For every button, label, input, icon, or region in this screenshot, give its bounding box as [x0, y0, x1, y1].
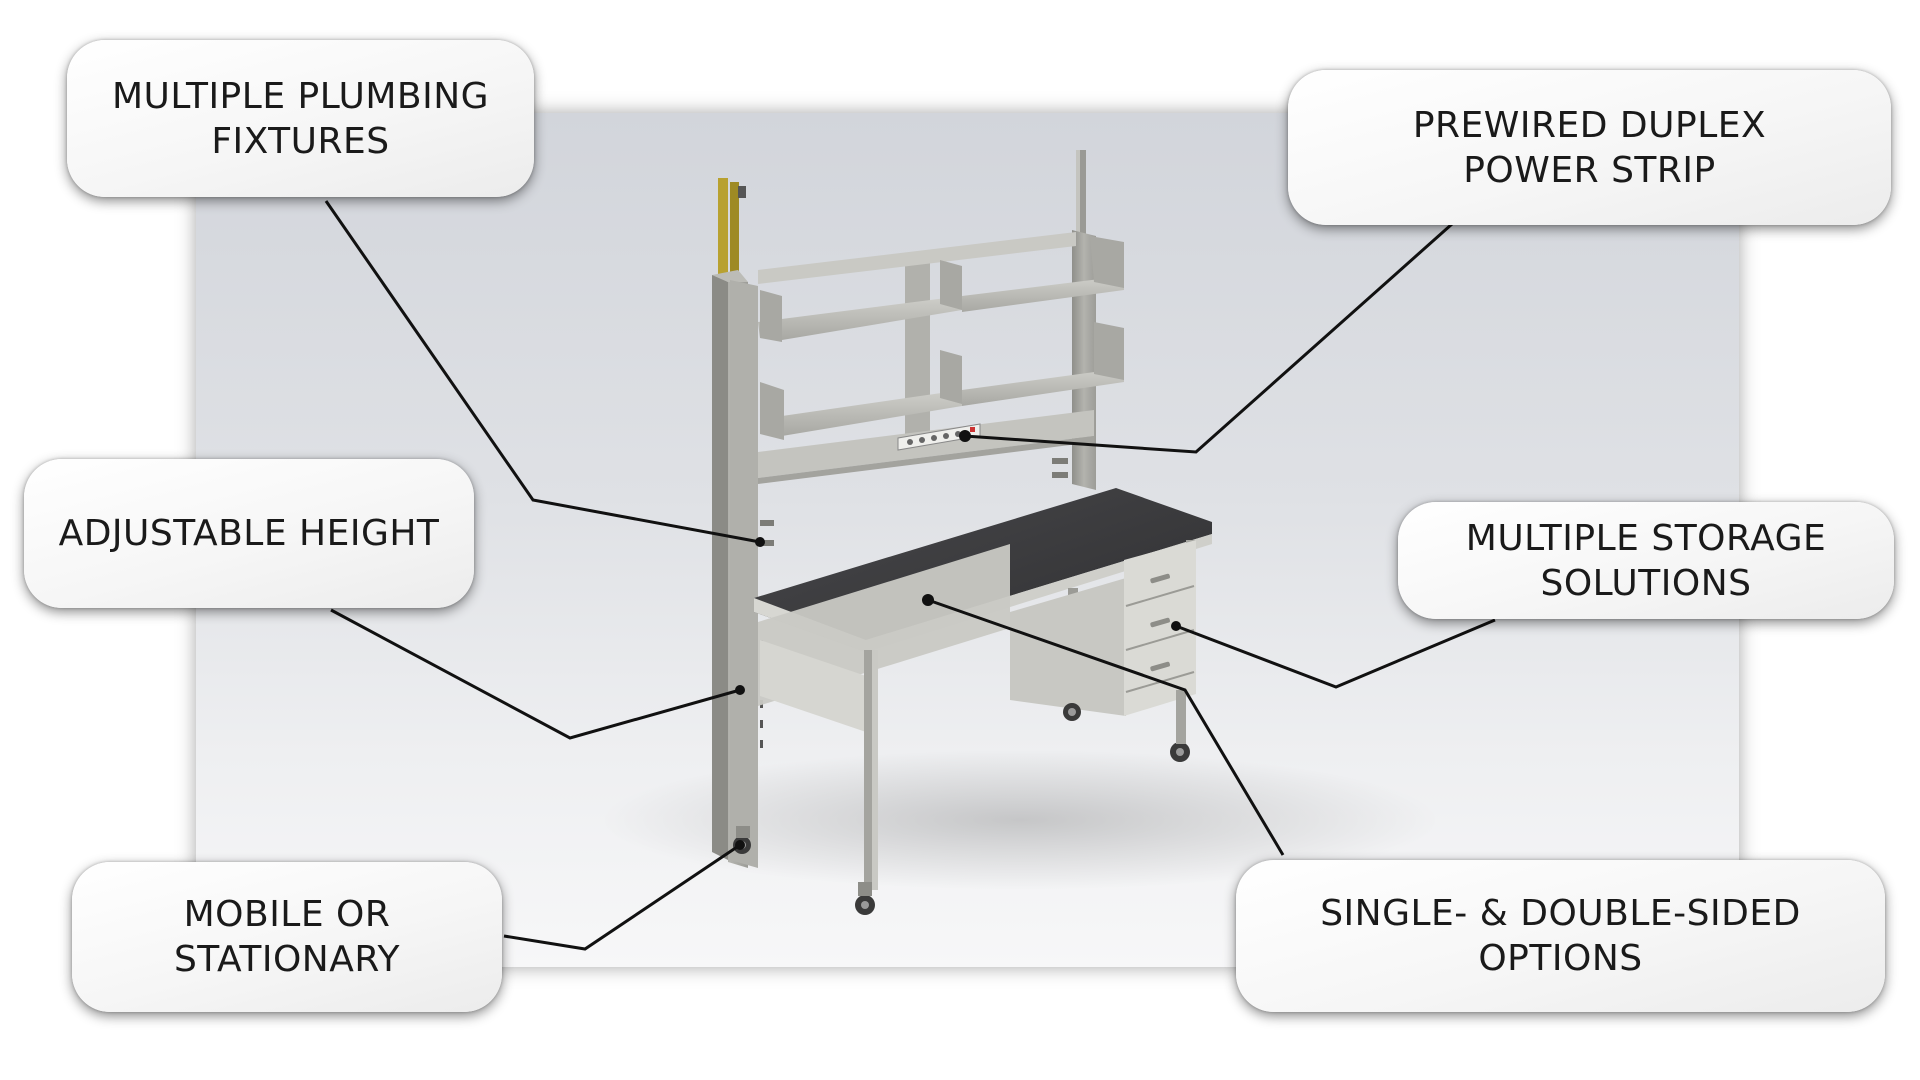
floor-shadow	[600, 750, 1440, 890]
lower-shelf-left	[760, 350, 962, 440]
caster-wheels	[733, 690, 1190, 915]
leader-endpoints	[735, 430, 1181, 850]
leader-lines	[324, 200, 1496, 951]
callout-storage-solutions: MULTIPLE STORAGE SOLUTIONS	[1398, 502, 1894, 619]
lower-shelf-right	[962, 322, 1124, 406]
center-shelf-post	[905, 252, 930, 444]
callout-adjustable-height: ADJUSTABLE HEIGHT	[24, 459, 474, 608]
leader-line-plumbing	[324, 200, 761, 544]
callout-height-label: ADJUSTABLE HEIGHT	[58, 513, 440, 554]
callout-storage-label: MULTIPLE STORAGE SOLUTIONS	[1465, 517, 1827, 604]
right-back-post	[1072, 230, 1096, 490]
callout-power-strip-label: PREWIRED DUPLEX POWER STRIP	[1412, 104, 1767, 191]
callout-single-double-sided: SINGLE- & DOUBLE-SIDED OPTIONS	[1236, 860, 1885, 1012]
leader-line-height	[330, 608, 741, 740]
front-left-upright	[730, 280, 758, 868]
right-upright-rod	[1076, 150, 1086, 234]
callout-power-strip: PREWIRED DUPLEX POWER STRIP	[1288, 70, 1891, 225]
callout-sided-label: SINGLE- & DOUBLE-SIDED OPTIONS	[1320, 893, 1801, 979]
lower-cross-brace	[760, 640, 866, 732]
callout-plumbing-fixtures: MULTIPLE PLUMBING FIXTURES	[67, 40, 534, 197]
leader-line-storage	[1175, 618, 1496, 689]
height-adjust-brackets	[760, 458, 1068, 546]
leader-line-mobile	[503, 843, 741, 951]
leader-line-sided	[927, 598, 1285, 856]
upper-shelf-right	[962, 236, 1124, 312]
upper-shelf-left	[758, 260, 962, 342]
callout-plumbing-label: MULTIPLE PLUMBING FIXTURES	[111, 75, 490, 162]
drawer-cabinet	[1010, 540, 1196, 716]
callout-mobile-stationary: MOBILE OR STATIONARY	[72, 862, 502, 1012]
plumbing-fixture	[718, 178, 746, 280]
upper-cross-rail	[758, 232, 1076, 284]
callout-mobile-label: MOBILE OR STATIONARY	[173, 894, 401, 980]
leader-line-power-strip	[964, 222, 1453, 454]
